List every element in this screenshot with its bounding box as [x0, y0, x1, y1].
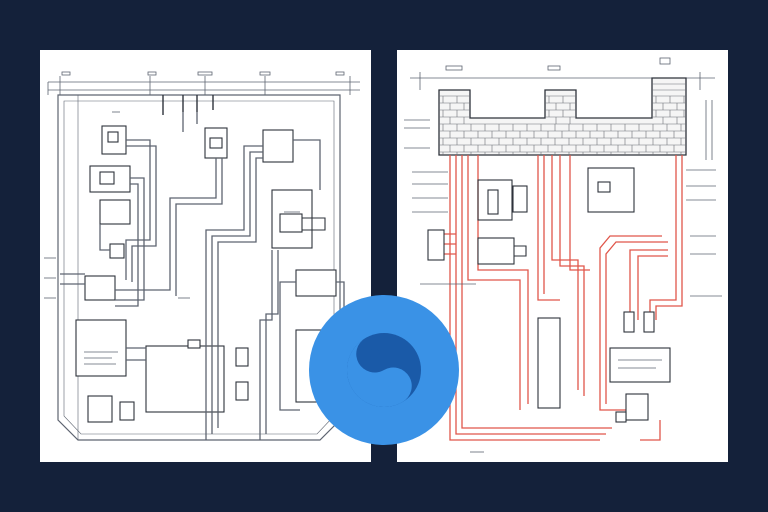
left-outer-frame	[57, 94, 341, 441]
right-components	[427, 167, 671, 423]
right-brick-wall[interactable]	[438, 77, 687, 156]
left-components	[75, 125, 337, 423]
badge-dot-dark	[369, 348, 380, 359]
right-schematic-sheet	[397, 50, 728, 462]
left-wiring	[60, 112, 345, 440]
left-annotation-marks	[44, 82, 300, 365]
left-schematic-sheet	[40, 50, 371, 462]
left-top-drops	[162, 95, 214, 115]
left-dimension-rail	[48, 71, 360, 95]
yin-yang-icon[interactable]	[309, 295, 459, 445]
badge-dot-light	[388, 381, 399, 392]
right-annotation-marks	[404, 119, 722, 453]
